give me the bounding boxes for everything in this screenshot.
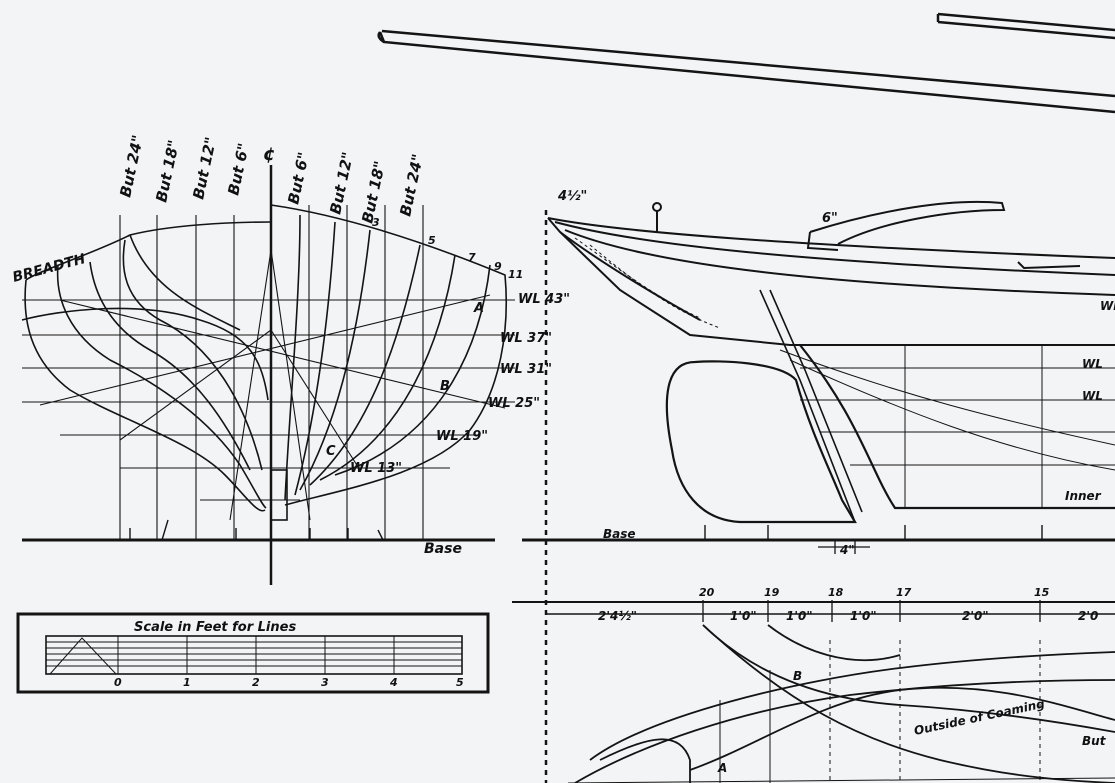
buttock-label-2: But 18" [152, 138, 183, 204]
base-ticks [129, 519, 384, 541]
body-plan-base-label: Base [424, 541, 462, 557]
wl-label-43: WL 43" [518, 292, 570, 307]
hb-station-numbers: 20 19 18 17 15 [699, 586, 1050, 599]
keel-dimension: 4" [839, 543, 855, 557]
buttock-label-4: But 6" [224, 141, 253, 196]
gaff-spar [936, 12, 1115, 40]
half-breadth-plan: 20 19 18 17 15 2'4½" 1'0" 1'0" 1'0" 2'0"… [512, 586, 1115, 783]
buttock-label-6: But 12" [326, 150, 357, 216]
scale-bar-ticks: 0 1 2 3 4 5 [114, 676, 464, 689]
waterline-grid-lines [22, 299, 515, 501]
station-7: 7 [468, 251, 476, 264]
buttock-label-7: But 18" [358, 159, 389, 225]
spacing-4: 1'0" [850, 609, 877, 623]
bow-sections [270, 204, 508, 506]
profile-base-label: Base [603, 527, 636, 541]
scale-bar-title: Scale in Feet for Lines [134, 620, 296, 635]
keel-dimension-arrows [818, 540, 870, 554]
scale-tick-5: 5 [456, 676, 464, 689]
hb-station-20: 20 [699, 586, 715, 599]
spacing-1: 2'4½" [598, 609, 637, 623]
buttock-label-5: But 6" [284, 150, 313, 205]
spacing-5: 2'0" [962, 609, 989, 623]
station-numbers: 3 5 7 9 11 [372, 216, 523, 281]
station-3: 3 [372, 216, 380, 229]
body-plan: But 24" But 18" But 12" But 6" ¢ But 6" … [11, 133, 570, 585]
hb-buttock-label: But [1082, 734, 1107, 748]
diagonal-lines [39, 249, 506, 521]
rudder-stock [759, 289, 863, 523]
station-5: 5 [428, 234, 436, 247]
profile-wl-2: WL [1082, 357, 1103, 371]
stem-hatching [574, 237, 721, 329]
wl-label-31: WL 31" [500, 362, 552, 377]
wl-label-25: WL 25" [488, 396, 540, 411]
scale-tick-4: 4 [389, 676, 398, 689]
keel-profile [799, 344, 1115, 510]
station-ticks [702, 600, 1041, 622]
keel-section [270, 469, 288, 521]
profile-waterline-labels: WL WL WL [1082, 299, 1115, 403]
buttock-label-1: But 24" [116, 133, 147, 199]
waterline-labels: WL 43" WL 37" WL 31" WL 25" WL 19" WL 13… [350, 292, 570, 476]
hb-station-15: 15 [1034, 586, 1050, 599]
diagonal-b: B [440, 379, 450, 394]
hb-diagonal-b: B [793, 669, 802, 683]
rudder [665, 360, 857, 524]
diagonal-letters: A B C [326, 301, 484, 459]
station-9: 9 [494, 260, 502, 273]
profile-wl-1: WL [1100, 299, 1115, 313]
diagonal-c: C [326, 444, 336, 459]
coaming-dimension: 6" [822, 211, 838, 226]
profile-view: 4½" 6" WL WL WL Inner Base 4" [522, 189, 1115, 783]
profile-base-ticks [704, 525, 1043, 540]
buttock-label-8: But 24" [396, 152, 427, 218]
hb-station-19: 19 [764, 586, 780, 599]
inner-label: Inner [1065, 489, 1102, 503]
hb-station-17: 17 [896, 586, 912, 599]
scale-bar: Scale in Feet for Lines 0 1 2 3 4 5 [16, 612, 490, 694]
hb-spacings: 2'4½" 1'0" 1'0" 1'0" 2'0" 2'0 [598, 609, 1098, 623]
buttock-label-3: But 12" [189, 135, 220, 201]
diagonal-a: A [473, 301, 484, 316]
stern-sections [21, 221, 272, 512]
hb-diagonal-a: A [717, 761, 727, 775]
wl-label-37: WL 37" [500, 331, 552, 346]
hb-station-18: 18 [828, 586, 844, 599]
spacing-3: 1'0" [786, 609, 813, 623]
scale-bar-grid [46, 636, 462, 675]
wl-label-19: WL 19" [436, 429, 488, 444]
sheer-lines [547, 217, 1115, 346]
wl-label-13: WL 13" [350, 461, 402, 476]
spacing-2: 1'0" [730, 609, 757, 623]
centerline-mark: ¢ [263, 144, 276, 165]
bow-dimension: 4½" [557, 189, 587, 204]
coaming-and-tiller [652, 200, 1081, 270]
breadth-label: BREADTH [11, 251, 88, 286]
profile-wl-3: WL [1082, 389, 1103, 403]
boom-spar [377, 29, 1115, 114]
profile-grid [779, 345, 1115, 508]
scale-tick-2: 2 [252, 676, 260, 689]
hb-grid [567, 670, 1115, 783]
scale-tick-1: 1 [183, 676, 191, 689]
scale-tick-0: 0 [114, 676, 122, 689]
buttock-grid-lines [119, 205, 424, 540]
scale-tick-3: 3 [321, 676, 329, 689]
scale-bar-frame [16, 612, 490, 694]
spacing-6: 2'0 [1078, 609, 1098, 623]
station-11: 11 [508, 268, 523, 281]
